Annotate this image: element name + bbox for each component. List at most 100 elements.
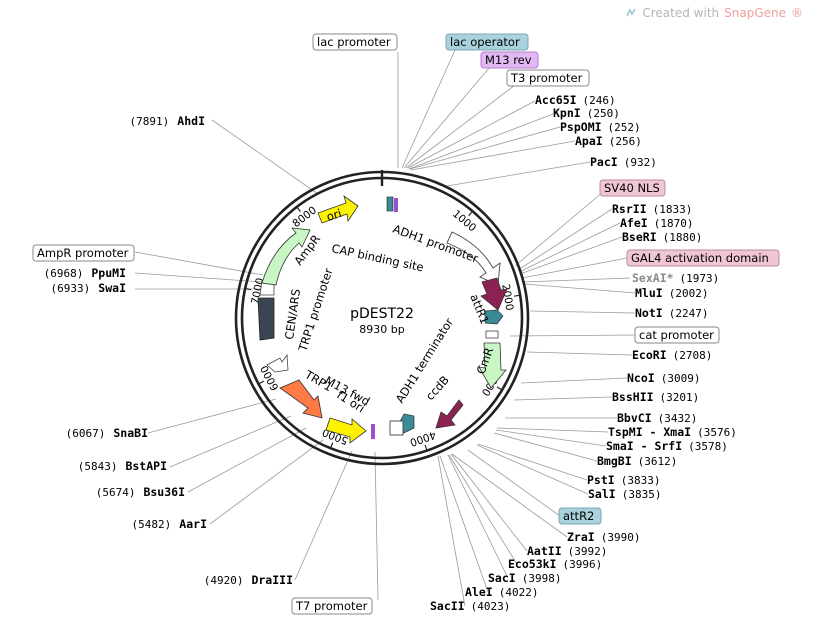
site-afei: AfeI(1870): [620, 216, 693, 230]
site-mlui-name: MluI: [635, 286, 663, 300]
tick-mark-2000: [514, 294, 521, 297]
site-smai-srfi: SmaI - SrfI(3578): [606, 439, 728, 453]
site-eco53ki-pos: (3996): [562, 558, 602, 571]
ccdb-arrow: [435, 399, 464, 429]
site-tspmi-xmai-pos: (3576): [697, 426, 737, 439]
t7-promoter-pill-box: [291, 597, 373, 615]
site-snabi-pos: (6067): [66, 427, 106, 440]
site-bsshii: BssHII (3201): [612, 390, 699, 404]
site-eco53ki-name: Eco53kI: [508, 557, 556, 571]
site-apai: ApaI (256): [575, 134, 642, 148]
site-ppumi-name: PpuMI: [91, 266, 126, 280]
site-ncoi-name: NcoI: [627, 371, 655, 385]
site-ahdi-pos: (7891): [130, 115, 170, 128]
site-rsrii: RsrII (1833): [612, 202, 692, 216]
sv40-nls-pill-box: [599, 179, 666, 197]
features: [257, 195, 508, 444]
site-swai: (6933)SwaI: [51, 281, 126, 295]
site-mlui: MluI (2002): [635, 286, 708, 300]
site-noti-name: NotI: [635, 306, 663, 320]
gal4-activation-domain-arrow: [480, 277, 508, 311]
lac-operator-pill: lac operator: [445, 33, 529, 51]
site-saci-name: SacI: [488, 571, 516, 585]
site-apai-name: ApaI: [575, 134, 603, 148]
site-eco53ki: Eco53kI (3996): [508, 557, 602, 571]
site-bsu36i-name: Bsu36I: [143, 485, 185, 499]
site-kpni-pos: (250): [587, 107, 620, 120]
cap-binding-site-label: CAP binding site: [330, 241, 425, 274]
site-aatii-pos: (3992): [568, 545, 608, 558]
site-apai-pos: (256): [609, 135, 642, 148]
site-bmgbi: BmgBI(3612): [597, 454, 677, 468]
site-snabi-name: SnaBI: [113, 426, 148, 440]
branding-product: SnapGene: [724, 6, 786, 20]
site-acc65i: Acc65I(246): [535, 93, 616, 107]
t3-promoter-pill-box: [506, 69, 590, 87]
site-swai-pos: (6933): [51, 282, 91, 295]
attr2-pill-text: attR2: [563, 509, 594, 523]
site-bbvci-name: BbvCI: [617, 411, 652, 425]
site-aatii-name: AatII: [527, 544, 562, 558]
site-ecori-name: EcoRI: [632, 348, 667, 362]
site-zrai: ZraI(3990): [567, 530, 640, 544]
trp1-arrow: [279, 379, 323, 419]
ampr-promoter-pill-box: [32, 244, 135, 262]
ccdb-label: ccdB: [423, 373, 452, 403]
site-rsrii-pos: (1833): [653, 203, 693, 216]
lac-operator-pill-text: lac operator: [450, 35, 520, 49]
site-draiii: (4920)DraIII: [204, 573, 293, 587]
cat-promoter-pill: cat promoter: [634, 326, 720, 344]
site-aari-pos: (5482): [132, 518, 172, 531]
site-sexai-name: SexAI*: [632, 271, 674, 285]
t3-promoter-pill: T3 promoter: [506, 69, 590, 87]
site-mlui-pos: (2002): [669, 287, 709, 300]
attr2-pill: attR2: [558, 507, 602, 525]
site-sali: SalI(3835): [588, 487, 661, 501]
site-sexai-pos: (1973): [680, 272, 720, 285]
ori-arrow: [317, 195, 359, 224]
lac-promoter-pill-text: lac promoter: [317, 35, 391, 49]
site-bseri-pos: (1880): [663, 231, 703, 244]
site-paci-pos: (932): [624, 156, 657, 169]
adh1-terminator-mark: [389, 420, 404, 436]
site-ahdi-name: AhdI: [177, 114, 205, 128]
site-sali-pos: (3835): [622, 488, 662, 501]
site-bsshii-name: BssHII: [612, 390, 654, 404]
site-sacii-pos: (4023): [471, 600, 511, 613]
site-pspomi: PspOMI(252): [560, 120, 641, 134]
site-saci-pos: (3998): [522, 572, 562, 585]
site-ecori-pos: (2708): [673, 349, 713, 362]
site-pspomi-pos: (252): [608, 121, 641, 134]
site-sacii: SacII(4023): [430, 599, 510, 613]
site-ecori: EcoRI (2708): [632, 348, 712, 362]
site-tspmi-xmai: TspMI - XmaI(3576): [608, 425, 737, 439]
site-bseri: BseRI(1880): [622, 230, 702, 244]
trp1-promoter-arrow: [266, 353, 289, 373]
cen-ars-block: [257, 297, 275, 341]
site-draiii-pos: (4920): [204, 574, 244, 587]
site-ncoi: NcoI(3009): [627, 371, 700, 385]
snapgene-logo-icon: [626, 8, 637, 17]
site-saci: SacI (3998): [488, 571, 561, 585]
site-bsshii-pos: (3201): [660, 391, 700, 404]
tick-mark-4000: [424, 444, 428, 451]
site-smai-srfi-name: SmaI - SrfI: [606, 439, 682, 453]
tick-mark-8000: [296, 206, 301, 213]
sv40-nls-pill: SV40 NLS: [599, 179, 666, 197]
site-afei-pos: (1870): [654, 217, 694, 230]
site-noti: NotI(2247): [635, 306, 708, 320]
site-bstapi-pos: (5843): [78, 460, 118, 473]
site-rsrii-name: RsrII: [612, 202, 647, 216]
site-kpni: KpnI(250): [553, 106, 620, 120]
lac-promoter-pill: lac promoter: [312, 33, 398, 51]
site-acc65i-pos: (246): [583, 94, 616, 107]
branding-registered-mark: ®: [791, 6, 803, 20]
site-zrai-name: ZraI: [567, 530, 595, 544]
trp1-promoter-label: TRP1 promoter: [295, 266, 335, 354]
m13-rev-mark: [394, 198, 398, 212]
t7-promoter-pill: T7 promoter: [291, 597, 373, 615]
right-enzyme-labels: Acc65I(246) KpnI(250) PspOMI(252) ApaI (2…: [430, 93, 737, 613]
ampr-promoter-pill-text: AmpR promoter: [37, 246, 129, 260]
gal4-activation-domain-pill-text: GAL4 activation domain: [631, 251, 769, 265]
tick-mark-1000: [468, 210, 474, 217]
